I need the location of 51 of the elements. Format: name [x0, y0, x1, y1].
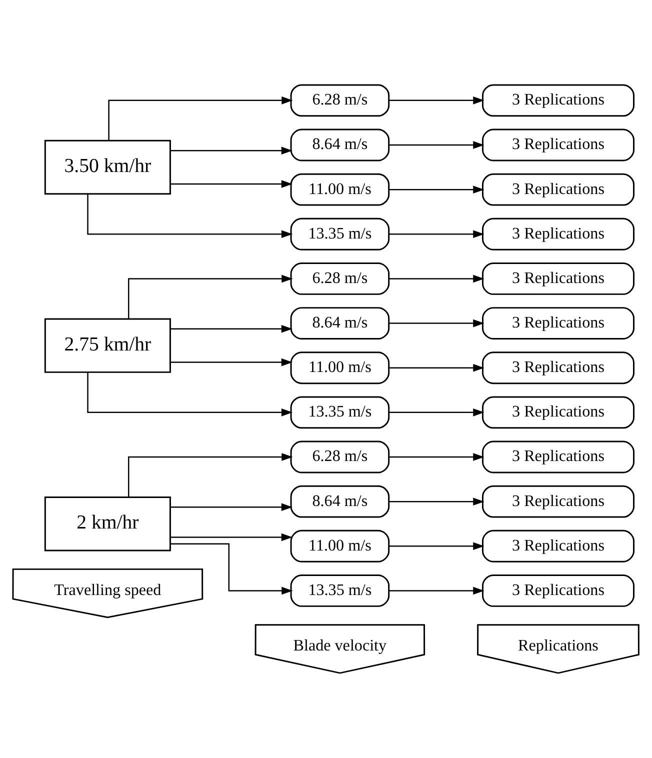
node-box: 8.64 m/s	[290, 485, 390, 518]
node-box: 8.64 m/s	[290, 128, 390, 162]
arrow	[388, 274, 484, 283]
arrow	[388, 186, 484, 194]
node-box: 11.00 m/s	[290, 352, 390, 384]
arrow	[87, 372, 293, 416]
arrow	[108, 96, 293, 140]
arrow	[388, 498, 484, 506]
node-box: 6.28 m/s	[290, 440, 390, 474]
arrow	[388, 408, 484, 416]
node-box: 2.75 km/hr	[44, 318, 171, 373]
node-box: 3 Replications	[482, 530, 634, 562]
node-box: 3 Replications	[482, 307, 634, 340]
node-box: 3 Replications	[482, 396, 634, 429]
node-box: 3 Replications	[482, 173, 634, 206]
arrow	[388, 364, 484, 372]
node-box: 13.35 m/s	[290, 218, 390, 250]
node-box: 11.00 m/s	[290, 173, 390, 206]
arrow	[170, 533, 293, 542]
node-box: 3 Replications	[482, 352, 634, 384]
node-box: 13.35 m/s	[290, 396, 390, 429]
arrow	[170, 324, 293, 333]
node-box: 3 Replications	[482, 218, 634, 250]
arrow	[170, 358, 293, 366]
arrow	[388, 319, 484, 328]
arrow	[170, 543, 293, 595]
arrow	[128, 274, 293, 319]
arrow	[388, 96, 484, 104]
node-box: 6.28 m/s	[290, 262, 390, 295]
node-box: 3 Replications	[482, 128, 634, 162]
node-box: 8.64 m/s	[290, 307, 390, 340]
node-box: 3 Replications	[482, 84, 634, 117]
node-box: 3 Replications	[482, 574, 634, 607]
node-box: 3 Replications	[482, 262, 634, 295]
arrow	[388, 230, 484, 238]
node-box: 6.28 m/s	[290, 84, 390, 117]
node-box: 3 Replications	[482, 440, 634, 474]
arrow	[388, 586, 484, 595]
node-box: 11.00 m/s	[290, 530, 390, 562]
arrow	[388, 453, 484, 461]
node-box: 3.50 km/hr	[44, 140, 171, 195]
arrow	[388, 141, 484, 149]
node-box: 2 km/hr	[44, 496, 171, 552]
node-box: 3 Replications	[482, 485, 634, 518]
arrow	[87, 194, 293, 238]
arrow	[170, 180, 293, 188]
arrow	[128, 453, 293, 498]
arrow	[388, 542, 484, 550]
arrow	[170, 146, 293, 154]
node-box: 13.35 m/s	[290, 574, 390, 607]
arrow	[170, 503, 293, 512]
